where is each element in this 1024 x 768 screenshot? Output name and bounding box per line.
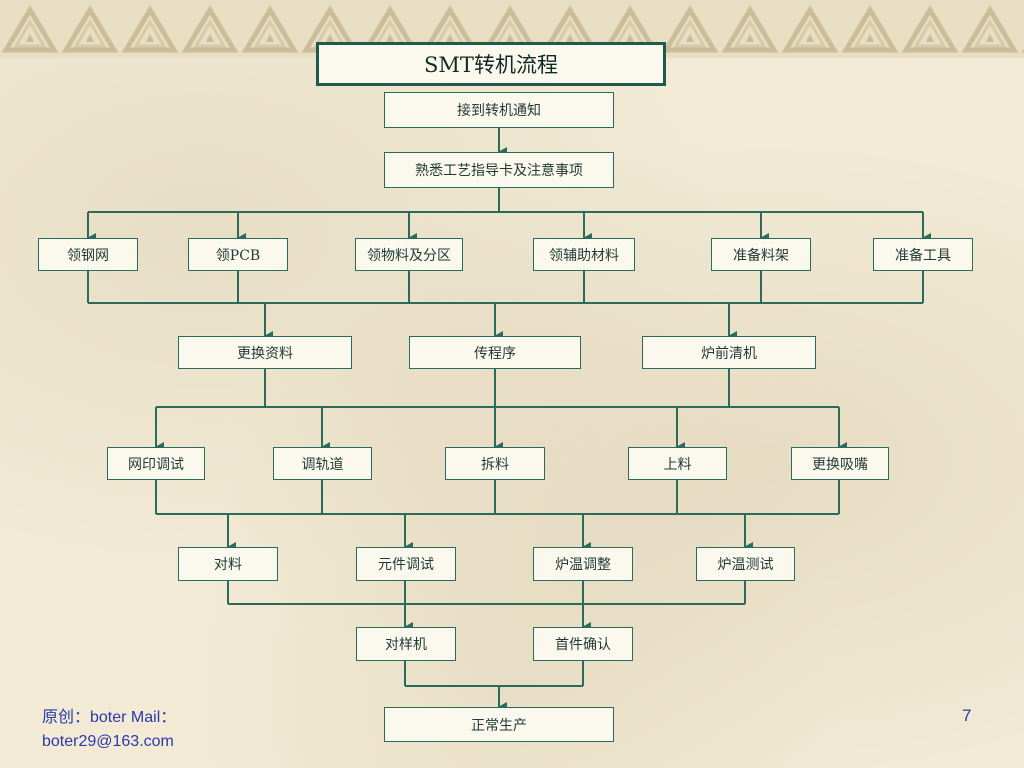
- node-check-materials: 对料: [178, 547, 278, 581]
- node-print-debug: 网印调试: [107, 447, 205, 480]
- flowchart-title: SMT转机流程: [316, 42, 666, 86]
- node-adjust-rail: 调轨道: [273, 447, 372, 480]
- node-prepare-tools: 准备工具: [873, 238, 973, 271]
- node-receive-notice: 接到转机通知: [384, 92, 614, 128]
- node-oven-temp-test: 炉温测试: [696, 547, 795, 581]
- page-number: 7: [962, 706, 972, 725]
- footer-author: 原创：boter Mail：boter29@163.com: [42, 709, 177, 750]
- node-component-debug: 元件调试: [356, 547, 456, 581]
- node-clean-before-oven: 炉前清机: [642, 336, 816, 369]
- node-get-aux-materials: 领辅助材料: [533, 238, 635, 271]
- node-get-stencil: 领钢网: [38, 238, 138, 271]
- node-first-article-confirm: 首件确认: [533, 627, 633, 661]
- node-prepare-feeder-rack: 准备料架: [711, 238, 811, 271]
- node-transfer-program: 传程序: [409, 336, 581, 369]
- node-get-materials: 领物料及分区: [355, 238, 463, 271]
- decorative-top-border: [0, 0, 1024, 58]
- node-check-sample: 对样机: [356, 627, 456, 661]
- node-load-materials: 上料: [628, 447, 727, 480]
- node-review-process-card: 熟悉工艺指导卡及注意事项: [384, 152, 614, 188]
- node-normal-production: 正常生产: [384, 707, 614, 742]
- node-oven-temp-adjust: 炉温调整: [533, 547, 633, 581]
- node-change-nozzle: 更换吸嘴: [791, 447, 889, 480]
- node-change-documents: 更换资料: [178, 336, 352, 369]
- node-get-pcb: 领PCB: [188, 238, 288, 271]
- node-remove-materials: 拆料: [445, 447, 545, 480]
